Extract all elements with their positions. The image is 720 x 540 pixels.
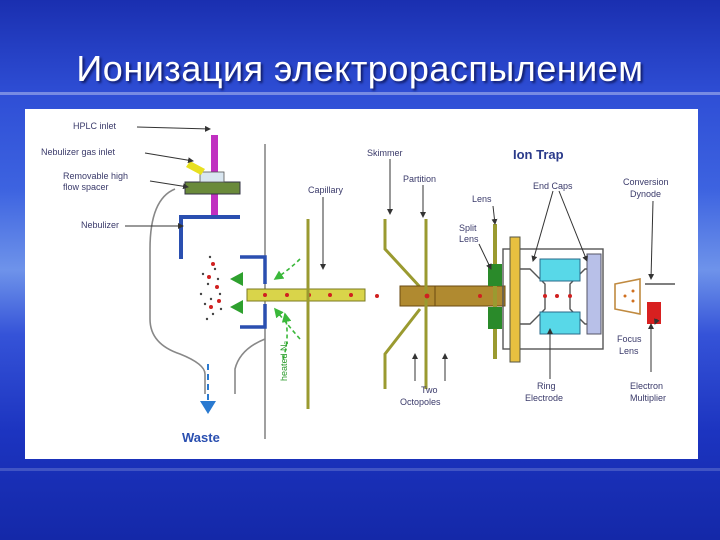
label-lens: Lens [472, 194, 492, 204]
label-ion-trap: Ion Trap [513, 147, 564, 162]
nebulizer-bracket [179, 215, 240, 259]
label-conversion: Conversion [623, 177, 669, 187]
label-focus-lens: Focus [617, 334, 642, 344]
label-partition: Partition [403, 174, 436, 184]
slide-title: Ионизация электрораспылением [76, 48, 644, 89]
label-split-lens: Split [459, 223, 477, 233]
skimmer-cone [383, 219, 422, 389]
trap-side-plate [586, 253, 602, 335]
split-lens-bottom [488, 307, 502, 329]
diagram-panel: HPLC inlet Nebulizer gas inlet Removable… [25, 109, 698, 459]
trap-ions [543, 294, 572, 298]
label-hplc-inlet: HPLC inlet [73, 121, 117, 131]
electron-multiplier [647, 302, 661, 324]
label-removable-spacer-2: flow spacer [63, 182, 109, 192]
label-conversion-2: Dynode [630, 189, 661, 199]
octopole-ions [375, 293, 482, 299]
capillary-tube [246, 288, 366, 302]
ion-trap-frame [509, 236, 521, 363]
entrance-plate-bottom [240, 304, 267, 329]
label-nebulizer: Nebulizer [81, 220, 119, 230]
label-two-octopoles: Two [421, 385, 438, 395]
spray-plume [199, 255, 223, 321]
label-waste: Waste [182, 430, 220, 445]
conversion-dynode [614, 278, 641, 315]
spacer-top [199, 171, 225, 183]
label-split-lens-2: Lens [459, 234, 479, 244]
label-end-caps: End Caps [533, 181, 573, 191]
ring-electrode-top [539, 258, 581, 282]
label-electron-multiplier: Electron [630, 381, 663, 391]
bg-streak [0, 468, 720, 471]
spray-droplets [207, 262, 221, 309]
entrance-marker-top [230, 272, 243, 286]
removable-spacer [184, 181, 241, 195]
octopole-2 [434, 285, 506, 307]
label-capillary: Capillary [308, 185, 344, 195]
bg-streak [0, 92, 720, 95]
label-electron-multiplier-2: Multiplier [630, 393, 666, 403]
label-two-octopoles-2: Octopoles [400, 397, 441, 407]
label-ring-electrode-2: Electrode [525, 393, 563, 403]
gas-inlet-fitting [186, 161, 205, 175]
waste-arrow [200, 401, 216, 414]
entrance-plate-top [240, 255, 267, 284]
label-arrows [125, 125, 660, 381]
label-heated-n2: heated N₂ [279, 340, 289, 381]
ring-electrode-bottom [539, 311, 581, 335]
label-nebulizer-gas-inlet: Nebulizer gas inlet [41, 147, 116, 157]
heated-n2-flow [273, 258, 301, 360]
entrance-marker-bottom [230, 300, 243, 314]
ion-trap-housing [502, 248, 604, 350]
esi-diagram: HPLC inlet Nebulizer gas inlet Removable… [41, 121, 675, 445]
label-focus-lens-2: Lens [619, 346, 639, 356]
label-ring-electrode: Ring [537, 381, 556, 391]
label-skimmer: Skimmer [367, 148, 403, 158]
label-removable-spacer: Removable high [63, 171, 128, 181]
detector-particles [623, 289, 635, 303]
